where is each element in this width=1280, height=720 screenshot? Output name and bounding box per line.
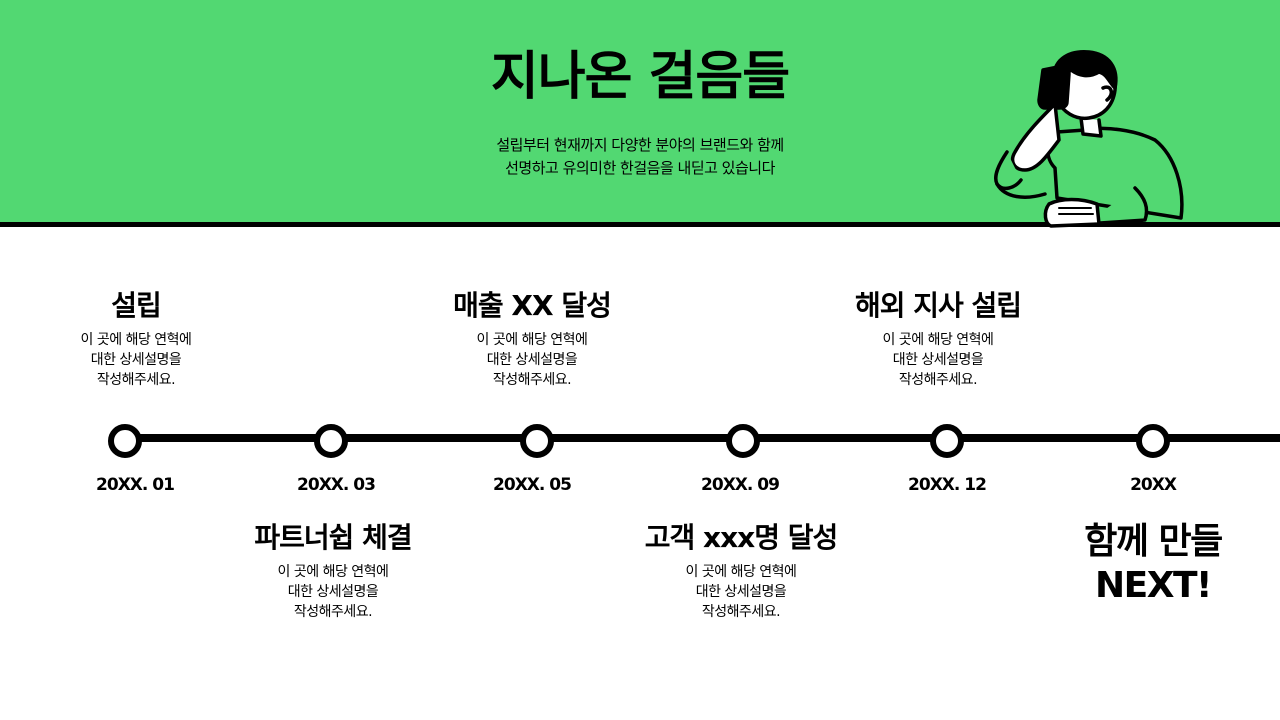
timeline-node-2 bbox=[314, 424, 348, 458]
next-milestone: 함께 만들 NEXT! bbox=[1058, 520, 1248, 608]
milestone-desc-line: 이 곳에 해당 연혁에 bbox=[80, 332, 192, 348]
milestone-desc-line: 작성해주세요. bbox=[96, 372, 176, 388]
milestone-desc-line: 대한 상세설명을 bbox=[486, 352, 578, 368]
subtitle-line-1: 설립부터 현재까지 다양한 분야의 브랜드와 함께 bbox=[496, 136, 784, 154]
milestone-partnership: 파트너쉽 체결 이 곳에 해당 연혁에 대한 상세설명을 작성해주세요. bbox=[203, 520, 463, 622]
milestone-overseas-branch: 해외 지사 설립 이 곳에 해당 연혁에 대한 상세설명을 작성해주세요. bbox=[808, 288, 1068, 390]
milestone-title: 설립 bbox=[111, 289, 162, 322]
milestone-desc-line: 작성해주세요. bbox=[898, 372, 978, 388]
timeline-date-4: 20XX. 09 bbox=[701, 475, 780, 495]
timeline-node-6 bbox=[1136, 424, 1170, 458]
milestone-desc-line: 이 곳에 해당 연혁에 bbox=[476, 332, 588, 348]
timeline-node-3 bbox=[520, 424, 554, 458]
milestone-title: 매출 XX 달성 bbox=[453, 289, 612, 322]
milestone-desc-line: 이 곳에 해당 연혁에 bbox=[277, 564, 389, 580]
milestone-desc-line: 작성해주세요. bbox=[293, 604, 373, 620]
milestone-title: 파트너쉽 체결 bbox=[254, 521, 412, 554]
milestone-desc-line: 작성해주세요. bbox=[492, 372, 572, 388]
timeline-node-5 bbox=[930, 424, 964, 458]
person-looking-through-binoculars-illustration bbox=[994, 50, 1184, 228]
milestone-revenue: 매출 XX 달성 이 곳에 해당 연혁에 대한 상세설명을 작성해주세요. bbox=[402, 288, 662, 390]
milestone-desc-line: 작성해주세요. bbox=[701, 604, 781, 620]
timeline-date-1: 20XX. 01 bbox=[96, 475, 175, 495]
next-line-1: 함께 만들 bbox=[1084, 521, 1223, 562]
timeline-date-2: 20XX. 03 bbox=[297, 475, 376, 495]
milestone-desc-line: 이 곳에 해당 연혁에 bbox=[685, 564, 797, 580]
header-divider bbox=[0, 222, 1280, 227]
milestone-customers: 고객 xxx명 달성 이 곳에 해당 연혁에 대한 상세설명을 작성해주세요. bbox=[611, 520, 871, 622]
timeline-node-4 bbox=[726, 424, 760, 458]
timeline-node-1 bbox=[108, 424, 142, 458]
timeline-date-6: 20XX bbox=[1130, 475, 1177, 495]
milestone-founding: 설립 이 곳에 해당 연혁에 대한 상세설명을 작성해주세요. bbox=[6, 288, 266, 390]
milestone-desc-line: 대한 상세설명을 bbox=[287, 584, 379, 600]
page-title: 지나온 걸음들 bbox=[490, 47, 790, 107]
timeline-line bbox=[118, 434, 1280, 442]
page-subtitle: 설립부터 현재까지 다양한 분야의 브랜드와 함께 선명하고 유의미한 한걸음을… bbox=[340, 134, 940, 180]
milestone-desc-line: 대한 상세설명을 bbox=[695, 584, 787, 600]
milestone-title: 고객 xxx명 달성 bbox=[644, 521, 838, 554]
milestone-desc-line: 대한 상세설명을 bbox=[90, 352, 182, 368]
milestone-title: 해외 지사 설립 bbox=[854, 289, 1022, 322]
next-line-2: NEXT! bbox=[1095, 565, 1212, 606]
milestone-desc-line: 이 곳에 해당 연혁에 bbox=[882, 332, 994, 348]
subtitle-line-2: 선명하고 유의미한 한걸음을 내딛고 있습니다 bbox=[505, 159, 775, 177]
timeline-date-5: 20XX. 12 bbox=[908, 475, 987, 495]
milestone-desc-line: 대한 상세설명을 bbox=[892, 352, 984, 368]
timeline-date-3: 20XX. 05 bbox=[493, 475, 572, 495]
